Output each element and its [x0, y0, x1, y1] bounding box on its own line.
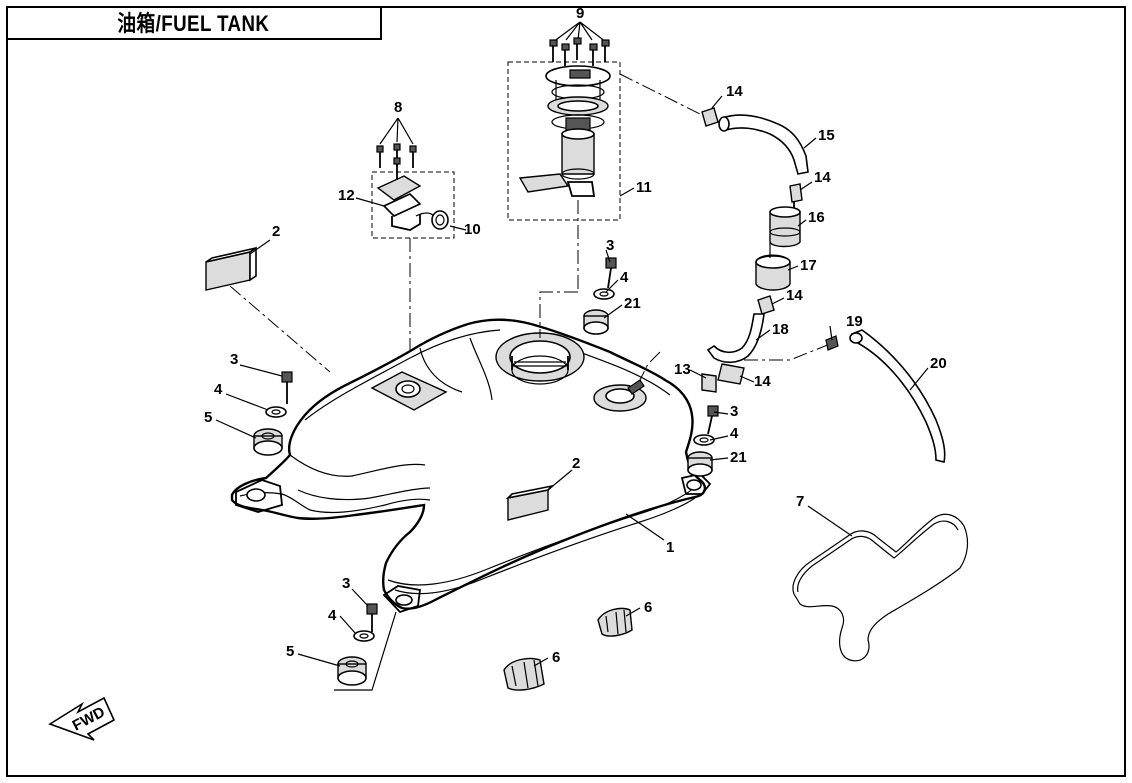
mounting-hardware-rear	[334, 603, 397, 691]
callout-13: 13	[674, 361, 691, 378]
label-sticker-upper	[205, 246, 257, 291]
drawing-frame	[6, 6, 1126, 777]
heat-shield-pad	[792, 513, 969, 662]
page-title: 油箱/FUEL TANK	[117, 11, 269, 36]
callout-3-rear: 3	[342, 575, 350, 592]
callout-15: 15	[818, 127, 835, 144]
callout-16: 16	[808, 209, 825, 226]
fwd-direction-arrow: FWD	[48, 696, 116, 741]
callout-14-b: 14	[814, 169, 831, 186]
callout-numbers: 1 2 2 3 3 3 3 4 4 4 4 5 5 6 6 7 8 9 10 1…	[204, 5, 947, 666]
callout-18: 18	[772, 321, 789, 338]
mounting-hardware-left	[253, 371, 293, 456]
callout-12: 12	[338, 187, 355, 204]
vent-hose	[825, 329, 946, 463]
callout-2-lower: 2	[572, 455, 580, 472]
leader-lines	[215, 95, 929, 667]
callout-11: 11	[636, 179, 652, 196]
fuel-pump-assembly	[507, 21, 621, 338]
callout-17: 17	[800, 257, 817, 274]
mounting-hardware-top	[583, 257, 617, 335]
callout-9: 9	[576, 5, 584, 22]
callout-2-upper: 2	[272, 223, 280, 240]
callout-19: 19	[846, 313, 863, 330]
callout-6-right: 6	[644, 599, 652, 616]
title-box: 油箱/FUEL TANK	[6, 6, 382, 40]
callout-4-rear: 4	[328, 607, 337, 624]
callout-6-left: 6	[552, 649, 560, 666]
mounting-hardware-right	[687, 405, 719, 477]
callout-1: 1	[666, 539, 674, 556]
callout-14-a: 14	[726, 83, 743, 100]
callout-14-c: 14	[786, 287, 803, 304]
level-sender-assembly	[371, 117, 455, 350]
callout-5-rear: 5	[286, 643, 294, 660]
callout-4-right: 4	[730, 425, 739, 442]
fuel-hose-and-filter	[619, 73, 831, 393]
callout-4-top: 4	[620, 269, 629, 286]
callout-5-left: 5	[204, 409, 212, 426]
callout-14-d: 14	[754, 373, 771, 390]
fuel-tank	[230, 318, 712, 614]
clip-6-right	[597, 607, 633, 637]
callout-21-top: 21	[624, 295, 641, 312]
callout-7: 7	[796, 493, 804, 510]
callout-3-top: 3	[606, 237, 614, 254]
callout-10: 10	[464, 221, 481, 238]
callout-8: 8	[394, 99, 402, 116]
callout-3-right: 3	[730, 403, 738, 420]
callout-3-left: 3	[230, 351, 238, 368]
callout-4-left: 4	[214, 381, 223, 398]
clip-6-left	[503, 657, 545, 691]
callout-21-right: 21	[730, 449, 747, 466]
callout-20: 20	[930, 355, 947, 372]
